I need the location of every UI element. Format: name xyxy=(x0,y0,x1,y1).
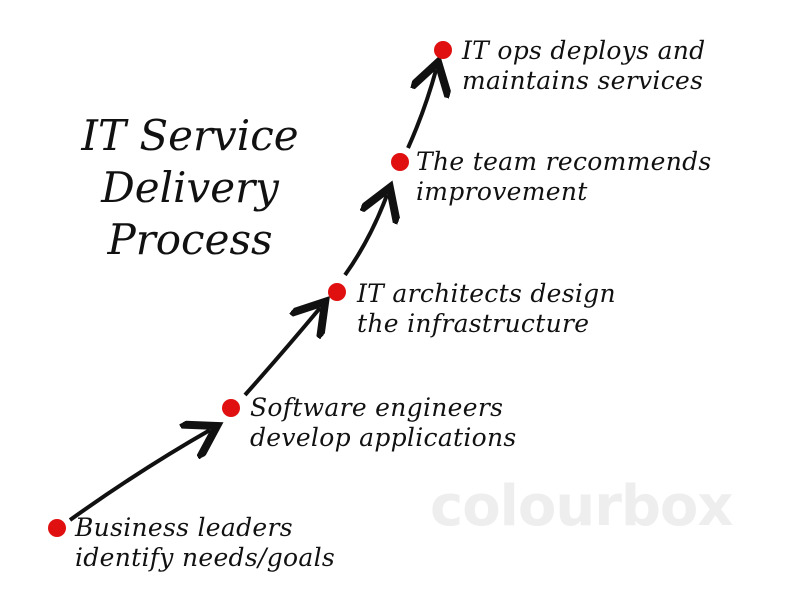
step-1: Business leaders identify needs/goals xyxy=(75,513,335,573)
step-dot xyxy=(222,399,240,417)
arrow-1 xyxy=(68,430,210,522)
step-text: The team recommends xyxy=(416,147,712,176)
watermark: colourbox xyxy=(430,474,733,539)
step-dot xyxy=(328,283,346,301)
step-2: Software engineers develop applications xyxy=(250,393,517,453)
arrow-3 xyxy=(343,195,387,277)
arrow-2 xyxy=(243,308,320,397)
step-5: IT ops deploys and maintains services xyxy=(462,36,706,96)
step-text: IT architects design xyxy=(357,279,616,308)
step-dot xyxy=(48,519,66,537)
step-text: Software engineers xyxy=(250,393,504,422)
title-line: Process xyxy=(107,215,273,264)
step-4: The team recommends improvement xyxy=(416,147,712,207)
step-dot xyxy=(434,41,452,59)
step-text: maintains services xyxy=(462,66,704,95)
step-text: develop applications xyxy=(250,423,517,452)
step-dot xyxy=(391,153,409,171)
step-text: Business leaders xyxy=(75,513,293,542)
step-text: IT ops deploys and xyxy=(462,36,706,65)
diagram-title: IT Service Delivery Process xyxy=(70,110,310,266)
title-line: IT Service xyxy=(81,111,299,160)
arrow-4 xyxy=(406,70,436,149)
step-text: identify needs/goals xyxy=(75,543,335,572)
title-line: Delivery xyxy=(101,163,279,212)
step-3: IT architects design the infrastructure xyxy=(357,279,616,339)
step-text: improvement xyxy=(416,177,588,206)
step-text: the infrastructure xyxy=(357,309,590,338)
